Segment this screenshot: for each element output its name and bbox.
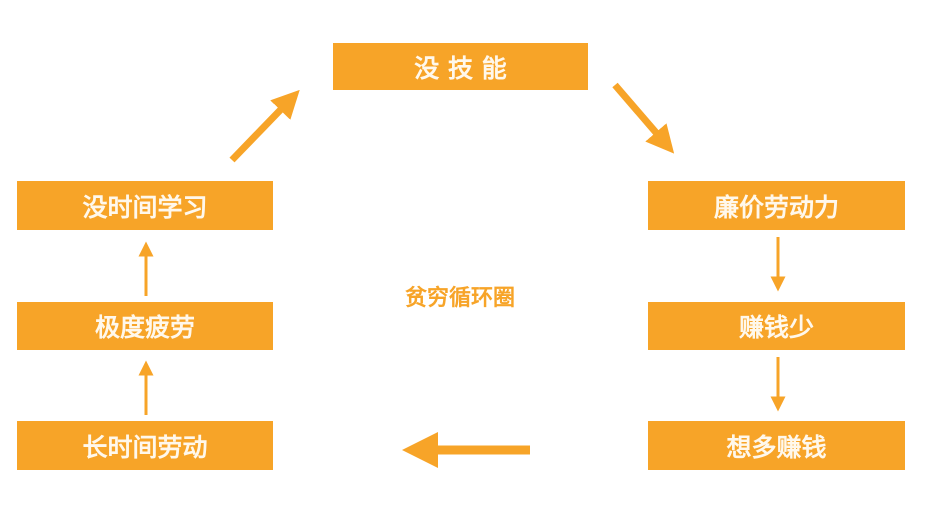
node-long-work: 长时间劳动 — [17, 421, 273, 470]
node-exhausted: 极度疲劳 — [17, 302, 273, 350]
arrow-to-no-skill — [229, 89, 300, 163]
node-no-time-study: 没时间学习 — [17, 181, 273, 230]
node-cheap-labor: 廉价劳动力 — [648, 181, 905, 230]
node-earn-little: 赚钱少 — [648, 302, 905, 350]
arrow-to-cheap-labor — [612, 82, 675, 154]
cycle-title: 贫穷循环圈 — [404, 286, 515, 311]
node-no-skill: 没 技 能 — [333, 43, 588, 90]
node-want-more-money: 想多赚钱 — [648, 421, 905, 470]
